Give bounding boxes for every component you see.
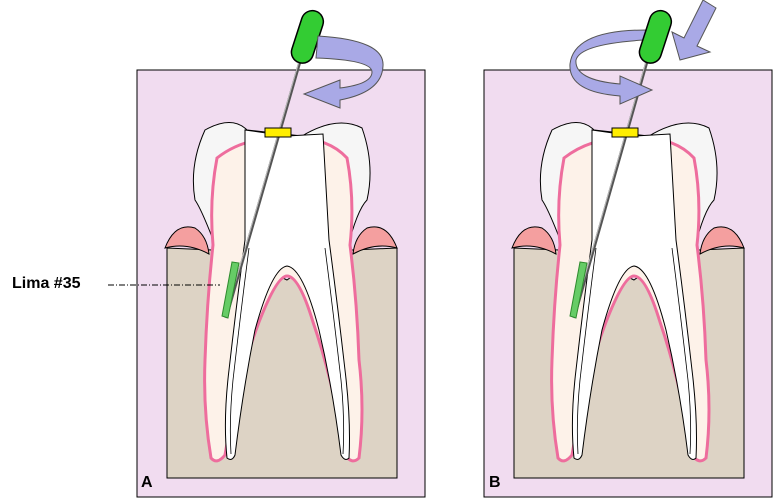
file-shaft-a xyxy=(224,57,303,319)
panel-letter-a: A xyxy=(141,474,153,491)
pressure-arrow-b xyxy=(671,0,717,61)
file-tip-a xyxy=(221,261,240,319)
rotation-arrow-b xyxy=(569,29,654,105)
rotation-arrow-a xyxy=(302,35,384,109)
file-handle-b xyxy=(638,9,673,64)
stopper-b xyxy=(611,127,639,138)
stopper-a xyxy=(264,127,292,138)
file-tip-b xyxy=(569,261,588,319)
file-callout-label: Lima #35 xyxy=(12,275,81,292)
file-shaft-b xyxy=(572,57,650,319)
panel-letter-b: B xyxy=(489,474,501,491)
